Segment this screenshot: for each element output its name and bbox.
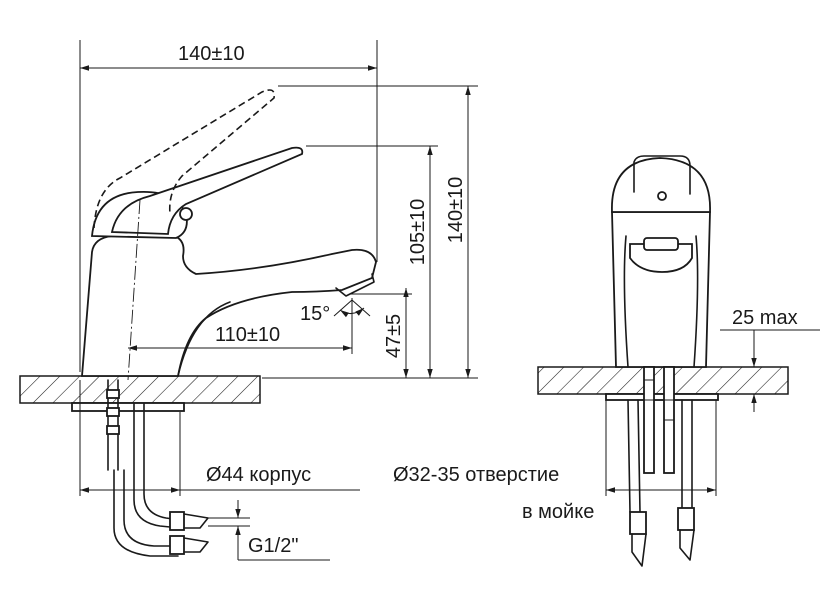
dimension-hole-diameter: Ø32-35 отверстие в мойке bbox=[393, 400, 717, 523]
dim-spout-height-label: 47±5 bbox=[383, 314, 405, 358]
front-aerator-inner bbox=[643, 237, 679, 251]
side-countertop bbox=[19, 375, 261, 404]
dimension-spout-reach: 110±10 bbox=[128, 298, 353, 354]
dim-width-label: 140±10 bbox=[178, 43, 245, 65]
side-aerator bbox=[335, 273, 375, 297]
front-mounting-plate bbox=[605, 393, 719, 401]
dim-spout-reach-label: 110±10 bbox=[215, 324, 280, 346]
side-lever-handle bbox=[110, 146, 304, 235]
front-supply-hoses bbox=[627, 366, 695, 567]
side-supply-hoses bbox=[106, 379, 209, 557]
dimension-total-height: 140±10 bbox=[262, 85, 478, 379]
side-spout-underside bbox=[177, 301, 231, 377]
dimension-spout-height: 47±5 bbox=[350, 288, 412, 378]
dim-hole-diameter-line1: Ø32-35 отверстие bbox=[393, 464, 559, 486]
dim-thread-label: G1/2" bbox=[248, 535, 298, 557]
front-lever-handle bbox=[633, 155, 691, 195]
dimension-thread: G1/2" bbox=[208, 500, 330, 561]
dimension-width: 140±10 bbox=[79, 40, 378, 372]
dimension-max-thickness: 25 max bbox=[720, 307, 820, 412]
dim-hole-diameter-line2: в мойке bbox=[522, 501, 594, 523]
front-lever-cap bbox=[611, 157, 711, 213]
dimension-body-diameter: Ø44 корпус bbox=[79, 380, 360, 496]
dim-max-thickness-label: 25 max bbox=[732, 307, 798, 329]
front-body-contour-right bbox=[693, 235, 699, 368]
front-countertop bbox=[537, 366, 789, 395]
side-faucet-body bbox=[81, 235, 377, 377]
side-lever-open-position bbox=[93, 89, 276, 229]
side-mounting-plate bbox=[71, 402, 185, 412]
front-view: 25 max Ø32-35 отверстие в мойке bbox=[393, 155, 820, 567]
front-body-contour bbox=[623, 235, 629, 368]
front-lever-screw bbox=[657, 191, 667, 201]
dimension-angle: 15° bbox=[300, 299, 371, 325]
side-lever-pivot bbox=[179, 207, 193, 221]
front-aerator bbox=[629, 243, 693, 273]
dim-angle-label: 15° bbox=[300, 303, 330, 325]
dim-total-height-label: 140±10 bbox=[445, 177, 467, 244]
dim-lever-height-label: 105±10 bbox=[407, 199, 429, 266]
side-view: 140±10 140±10 105±10 47±5 110±10 bbox=[19, 40, 478, 561]
dim-body-diameter-label: Ø44 корпус bbox=[206, 464, 311, 486]
dimension-lever-height: 105±10 bbox=[306, 145, 438, 378]
